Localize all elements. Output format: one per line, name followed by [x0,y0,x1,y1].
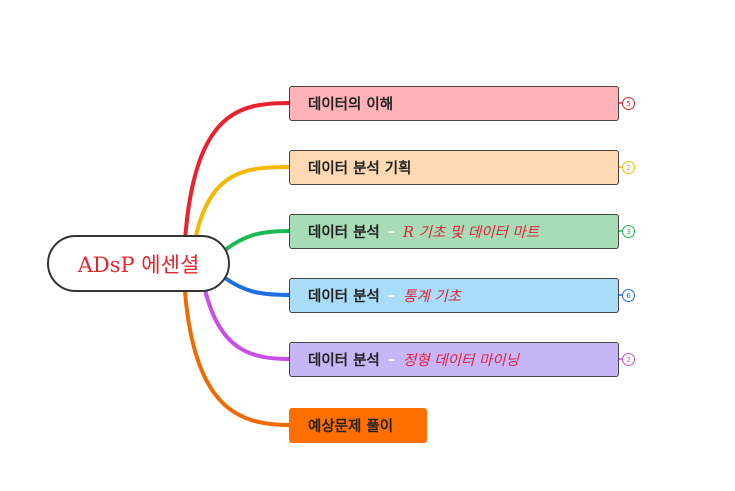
separator: – [387,287,395,304]
separator: – [387,223,395,240]
topic-practice-problems[interactable]: 예상문제 풀이 [289,408,427,443]
connector-1 [183,101,291,241]
collapse-count-badge[interactable]: 2 [622,353,635,366]
connector-2 [193,165,291,241]
topic-statistics-basics[interactable]: 데이터 분석–통계 기초 [289,278,619,313]
topic-label: 데이터 분석 기획 [308,161,412,177]
topic-r-basics[interactable]: 데이터 분석–R 기초 및 데이터 마트 [289,214,619,249]
collapse-count-badge[interactable]: 2 [622,161,635,174]
collapse-count-badge[interactable]: 5 [622,97,635,110]
connector-6 [183,291,291,427]
topic-data-mining[interactable]: 데이터 분석–정형 데이터 마이닝 [289,342,619,377]
separator: – [387,351,395,368]
topic-label: 데이터의 이해 [308,97,394,113]
connector-5 [203,289,291,361]
root-label: ADsP 에센셜 [77,252,200,277]
collapse-count-badge[interactable]: 3 [622,225,635,238]
connector-3 [223,229,291,252]
topic-sub-label: 정형 데이터 마이닝 [403,353,519,369]
topic-label: 데이터 분석 [308,225,380,241]
topic-label: 데이터 분석 [308,289,380,305]
collapse-count-badge[interactable]: 6 [622,289,635,302]
topic-label: 데이터 분석 [308,353,380,369]
topic-data-understanding[interactable]: 데이터의 이해 [289,86,619,121]
topic-sub-label: 통계 기초 [403,289,461,305]
root-topic[interactable]: ADsP 에센셜 [47,235,230,292]
topic-analysis-planning[interactable]: 데이터 분석 기획 [289,150,619,185]
topic-label: 예상문제 풀이 [308,419,394,435]
topic-sub-label: R 기초 및 데이터 마트 [403,225,540,241]
connector-4 [223,276,291,297]
